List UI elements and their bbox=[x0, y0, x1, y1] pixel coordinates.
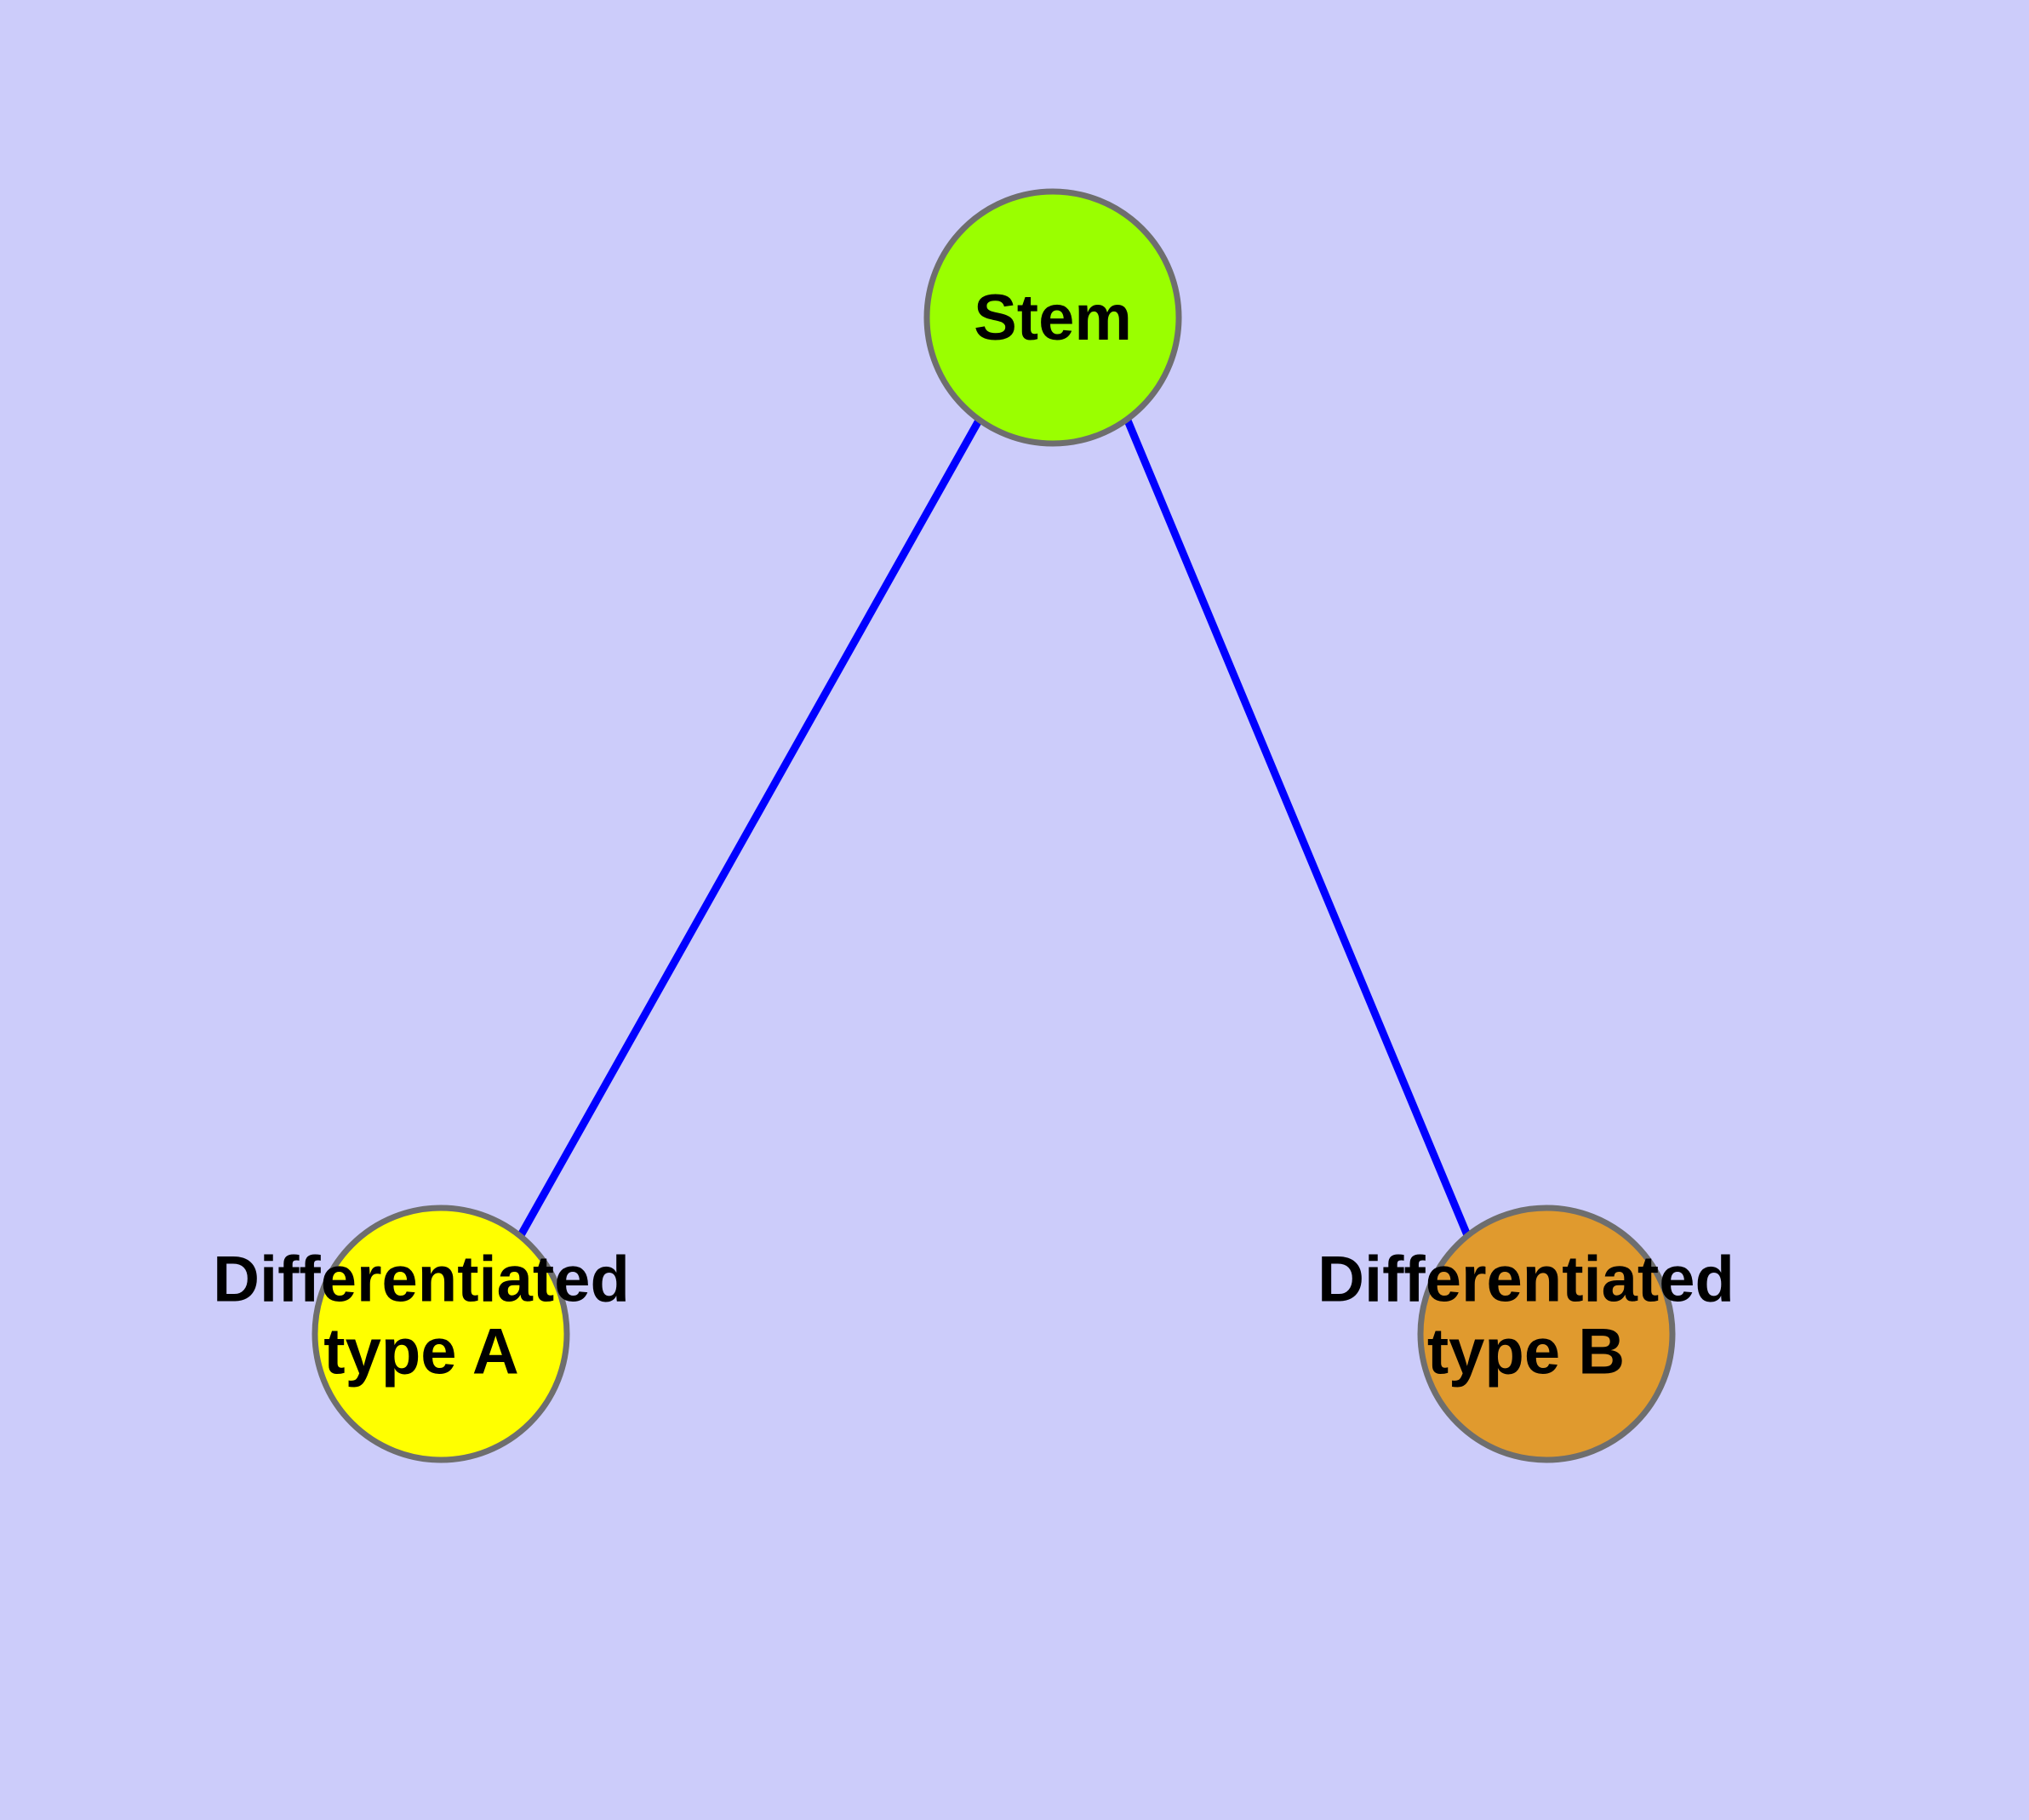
node-label-line-1: Differentiated bbox=[1317, 1244, 1735, 1316]
node-label-line-1: Stem bbox=[974, 282, 1132, 354]
edges-layer bbox=[517, 418, 1472, 1238]
node-circle-stem[interactable] bbox=[923, 188, 1182, 447]
node-label-stem: Stem bbox=[974, 282, 1132, 354]
node-label-line-2: type B bbox=[1427, 1316, 1625, 1388]
edge-stem-diff-b[interactable] bbox=[1123, 419, 1472, 1237]
node-circle-diff-a[interactable] bbox=[311, 1205, 570, 1463]
nodes-layer bbox=[311, 188, 1676, 1463]
node-circle-diff-b[interactable] bbox=[1417, 1205, 1676, 1463]
node-label-line-1: Differentiated bbox=[213, 1244, 630, 1316]
edge-stem-diff-a[interactable] bbox=[517, 418, 982, 1238]
node-label-line-2: type A bbox=[323, 1316, 518, 1388]
